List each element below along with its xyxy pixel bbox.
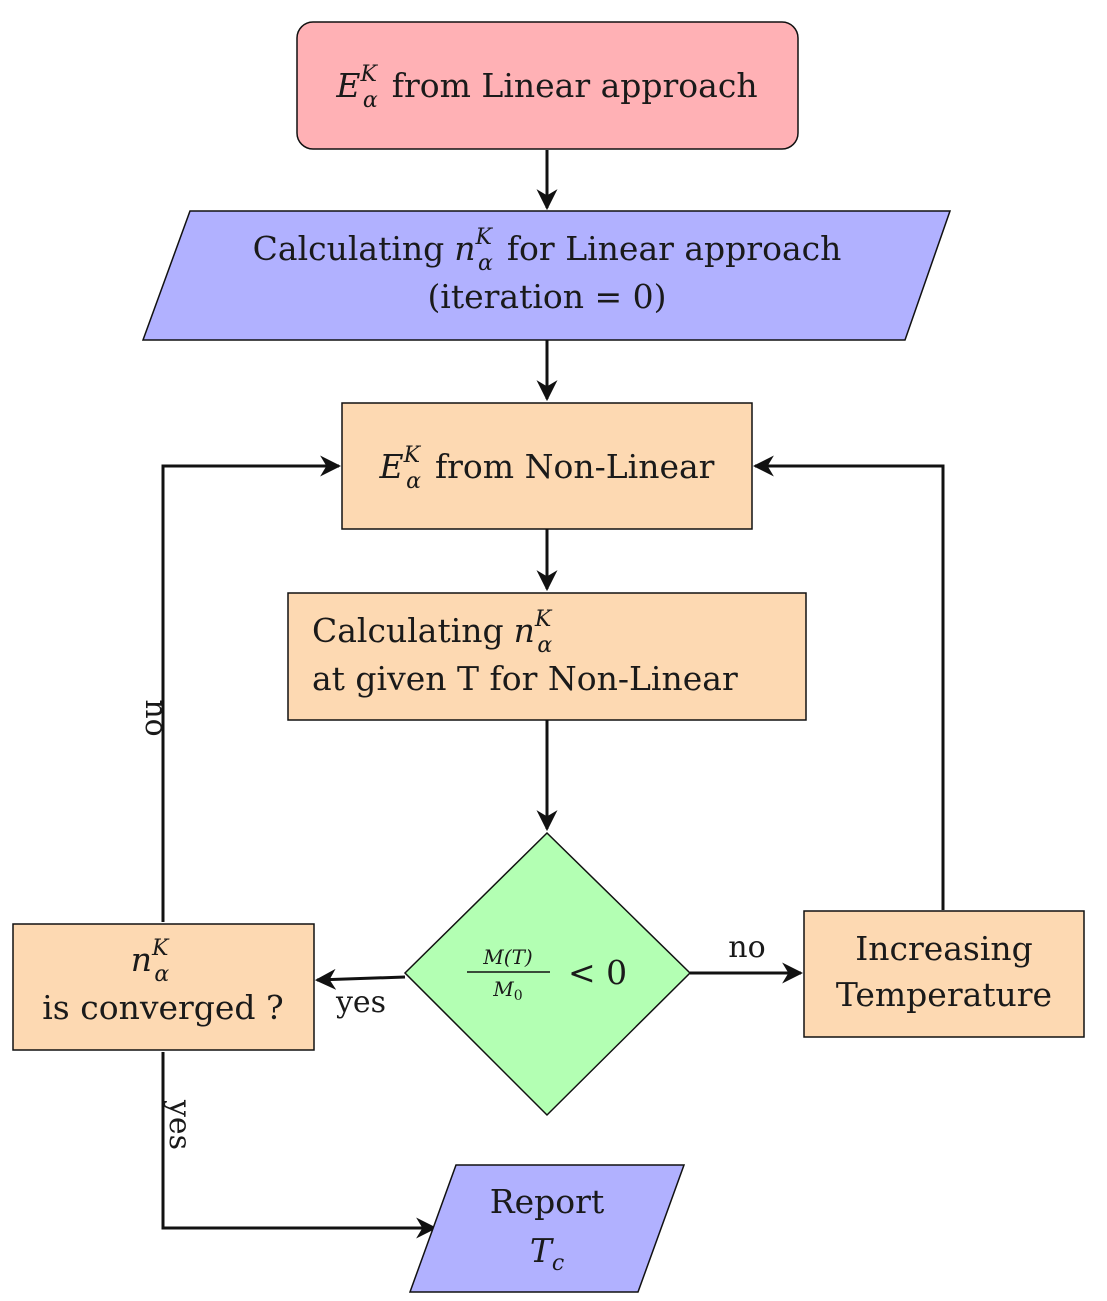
node-increasing-shape [803, 910, 1085, 1038]
node-report: Report Tc [408, 1164, 686, 1293]
decision-numerator: M(T) [482, 945, 532, 969]
node-report-line1: Report [490, 1182, 604, 1221]
edges [161, 150, 945, 1239]
edge-increasing-to-nonlinear [752, 455, 945, 910]
node-nonlinear-shape [341, 402, 753, 530]
node-decision: M(T) M0 < 0 [403, 831, 692, 1117]
node-report-shape [408, 1164, 686, 1293]
label-converged-no: no [138, 699, 173, 736]
edge-converged-no-to-nonlinear [161, 455, 342, 922]
node-decision-shape [403, 831, 692, 1117]
label-decision-yes: yes [335, 985, 386, 1020]
node-nonlinear-calc-shape [287, 592, 807, 721]
node-increasing-line2: Temperature [836, 975, 1052, 1014]
node-linear-calc-shape [141, 210, 952, 341]
edge-decision-yes-to-converged [314, 968, 406, 990]
node-increasing: Increasing Temperature [803, 910, 1085, 1038]
node-converged-line2: is converged ? [42, 988, 284, 1027]
label-decision-no: no [728, 930, 765, 965]
node-report-line2: Tc [530, 1231, 564, 1276]
node-start-shape [296, 21, 799, 150]
node-nonlinear-calc-line2: at given T for Non-Linear [312, 659, 738, 698]
label-converged-yes: yes [162, 1099, 197, 1150]
decision-relation: < 0 [568, 953, 627, 992]
node-converged-shape [12, 923, 315, 1051]
edge-converged-yes-to-report [161, 1052, 438, 1239]
decision-denominator: M0 [492, 977, 522, 1004]
node-linear-calc-line2: (iteration = 0) [427, 277, 666, 316]
node-increasing-line1: Increasing [855, 929, 1033, 968]
